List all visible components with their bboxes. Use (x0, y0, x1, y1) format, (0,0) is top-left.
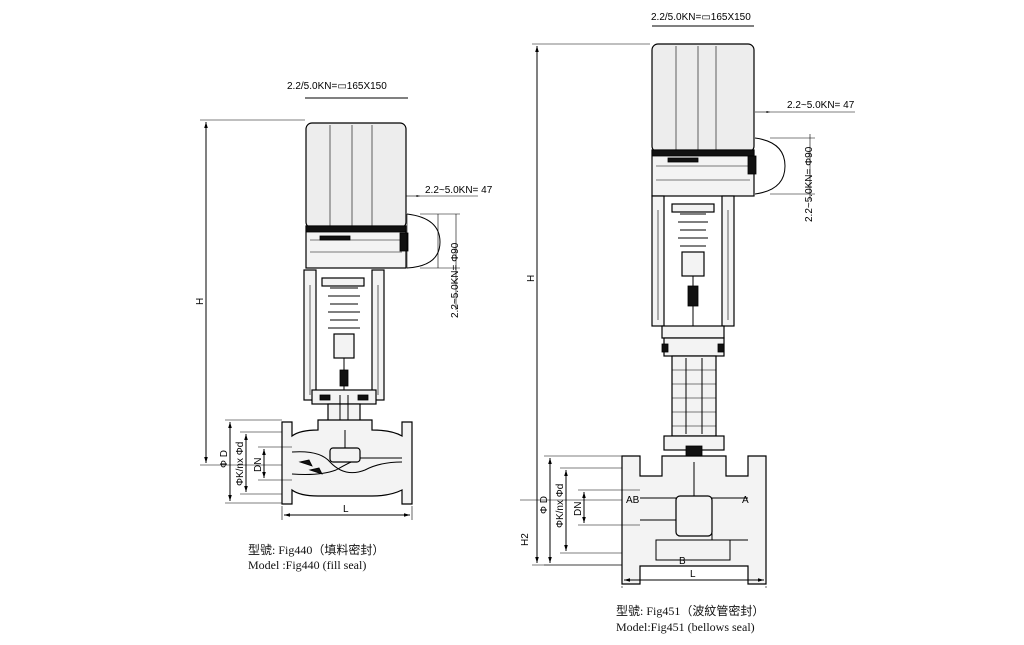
left-stroke-label: 2.2~5.0KN= 47 (425, 185, 493, 196)
right-handwheel-label: 2.2~5.0KN= Φ90 (804, 146, 815, 222)
right-port-b-label: B (679, 556, 686, 567)
left-caption-zh: 型號: Fig440（填料密封） (248, 543, 385, 557)
left-valve-drawing: 2.2/5.0KN=▭165X150 H 2.2~5.0KN= 47 (195, 81, 493, 520)
left-k-label: ΦK/nx Φd (235, 442, 246, 486)
left-actuator-size-label: 2.2/5.0KN=▭165X150 (287, 81, 387, 92)
right-caption-en: Model:Fig451 (bellows seal) (616, 620, 755, 634)
right-valve-body: AB A B (621, 455, 767, 585)
right-h-label: H (526, 275, 537, 282)
right-actuator (651, 43, 757, 197)
right-port-a-label: A (742, 495, 749, 506)
right-bellows-bonnet (661, 337, 725, 465)
right-actuator-size-label: 2.2/5.0KN=▭165X150 (651, 12, 751, 23)
right-valve-drawing: 2.2/5.0KN=▭165X150 H H2 2.2~5.0KN= 47 (520, 12, 855, 588)
left-dn-label: DN (253, 458, 264, 472)
right-stroke-label: 2.2~5.0KN= 47 (787, 100, 855, 111)
left-valve-body (281, 419, 413, 505)
right-d-label: Φ D (539, 496, 550, 514)
left-l-label: L (343, 504, 349, 515)
left-yoke (303, 269, 385, 433)
right-l-label: L (690, 569, 696, 580)
right-caption-zh: 型號: Fig451（波紋管密封） (616, 604, 765, 618)
right-handwheel (754, 137, 786, 195)
left-d-label: Φ D (219, 450, 230, 468)
right-dn-label: DN (573, 502, 584, 516)
right-k-label: ΦK/nx Φd (555, 484, 566, 528)
right-yoke (651, 195, 735, 339)
left-h-label: H (195, 298, 206, 305)
left-handwheel-label: 2.2~5.0KN= Φ90 (450, 242, 461, 318)
left-caption-en: Model :Fig440 (fill seal) (248, 558, 367, 572)
left-handwheel (406, 213, 441, 269)
left-actuator (305, 122, 409, 269)
right-port-ab-label: AB (626, 495, 640, 506)
right-h2-label: H2 (520, 533, 531, 546)
